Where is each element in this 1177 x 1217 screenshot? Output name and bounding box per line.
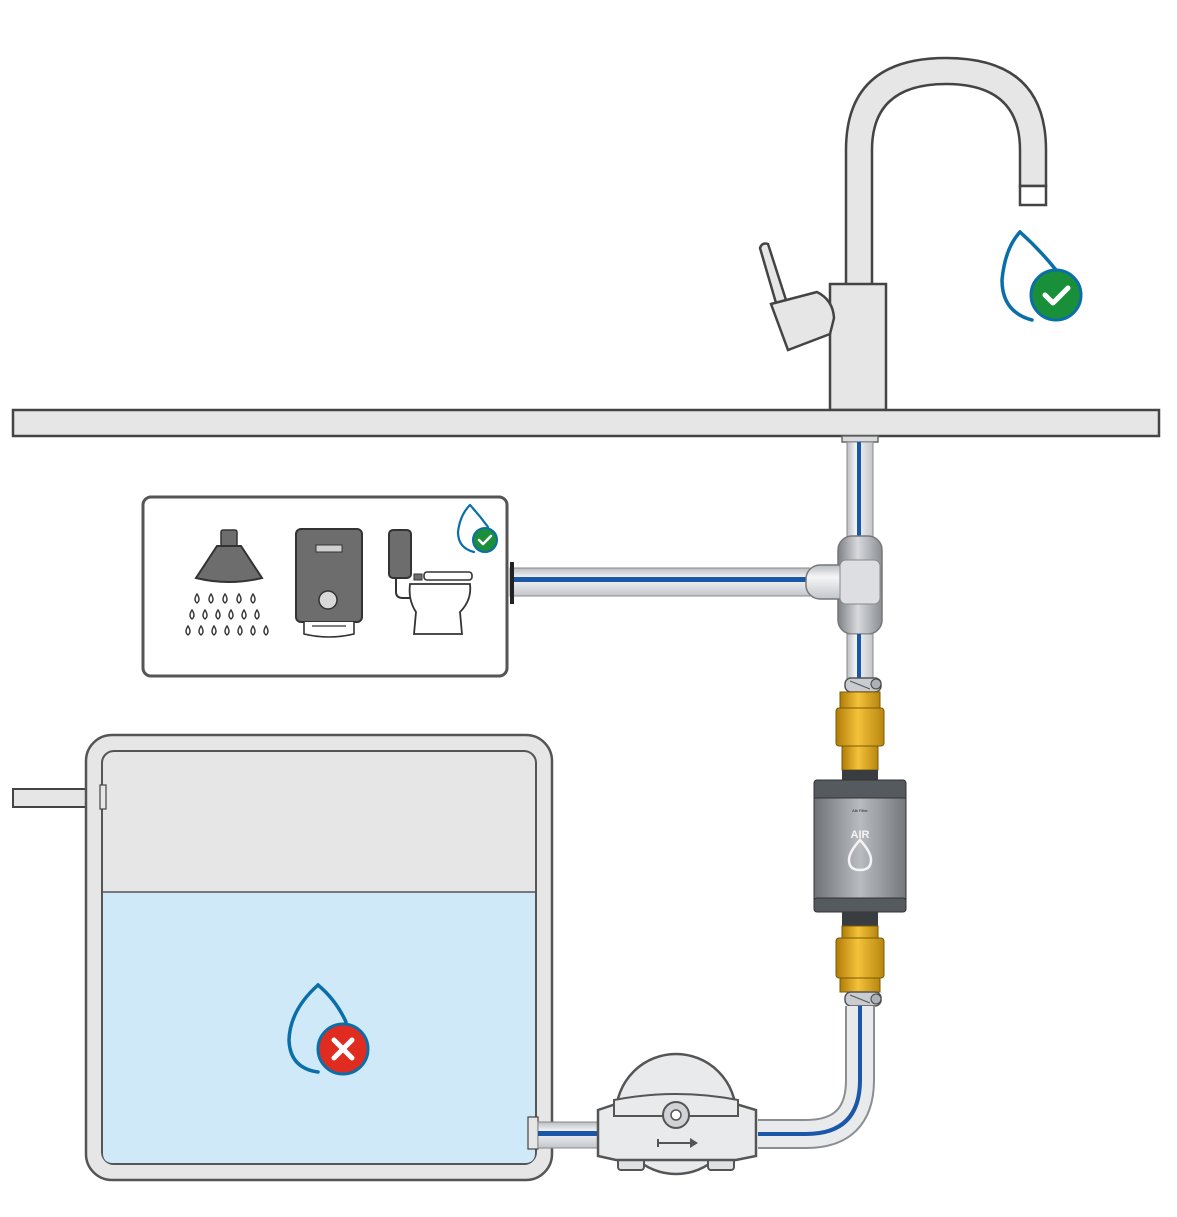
household-ok-indicator [456, 503, 498, 554]
faucet-spout [844, 56, 1048, 287]
tap-water-ok-indicator [1000, 230, 1083, 322]
upper-hose-clamp [844, 677, 882, 693]
upper-brass-adapter [835, 691, 885, 782]
check-icon [1042, 285, 1071, 306]
tank-water [103, 892, 535, 1163]
lower-brass-adapter [835, 912, 885, 993]
filter-brand: AIR [851, 829, 870, 841]
flow-direction-arrow-icon [657, 1138, 698, 1148]
ok-badge [472, 527, 498, 553]
countertop [11, 408, 1161, 438]
household-outlets-panel [141, 495, 509, 678]
tee-fitting [805, 535, 883, 635]
tank-water-not-ok-indicator [287, 983, 370, 1076]
faucet-lever [758, 242, 788, 305]
water-heater-icon [295, 528, 363, 638]
kitchen-faucet [758, 56, 1048, 412]
ok-badge [1029, 268, 1083, 322]
faucet-nozzle [1018, 184, 1048, 207]
faucet-handle [769, 290, 836, 352]
tank-outlet-pipe [537, 1121, 603, 1149]
water-drop-icon [287, 983, 320, 1074]
water-drop-icon [1000, 230, 1034, 322]
toilet-icon [388, 529, 473, 635]
water-tank [12, 733, 554, 1182]
supply-pipe-lower [758, 1006, 875, 1149]
water-pump [596, 1052, 758, 1176]
faucet-body [828, 282, 888, 412]
close-icon [331, 1037, 355, 1061]
water-drop-icon [456, 503, 476, 554]
branch-pipe-household [509, 562, 811, 604]
filter-label: Alb Filter [852, 808, 868, 813]
water-filter: Alb Filter AIR [813, 779, 907, 913]
check-icon [477, 534, 493, 546]
supply-pipe-upper [841, 435, 879, 543]
shower-icon [185, 529, 269, 636]
filter-logo-icon [847, 838, 873, 872]
lower-hose-clamp [844, 991, 882, 1007]
